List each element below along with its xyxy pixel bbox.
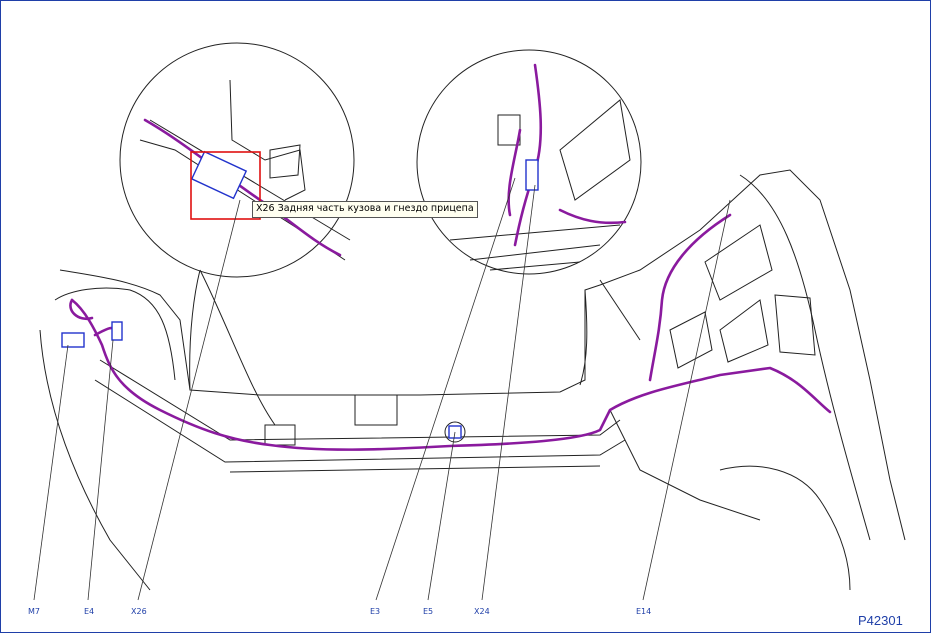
leader-m7	[33, 344, 69, 601]
detail-right-window	[559, 99, 631, 201]
right-wheelhouse	[719, 465, 851, 591]
harness-right-branch	[648, 213, 732, 382]
leader-e4	[87, 339, 114, 601]
right-panel-lower	[609, 409, 761, 521]
callout-e3[interactable]: E3	[370, 607, 380, 616]
callout-m7[interactable]: M7	[28, 607, 40, 616]
detail-left-leader	[199, 269, 276, 426]
callout-e14[interactable]: E14	[636, 607, 651, 616]
callout-e5[interactable]: E5	[423, 607, 433, 616]
cutout-1	[704, 224, 773, 301]
leader-x24	[481, 184, 536, 601]
cutout-3	[719, 299, 769, 363]
callout-x24[interactable]: X24	[474, 607, 490, 616]
main-harness	[70, 298, 832, 451]
highlight-box	[190, 151, 261, 220]
x26-tooltip: X26 Задняя часть кузова и гнездо прицепа	[252, 201, 478, 218]
detail-right-leader	[599, 279, 641, 341]
connector-x26-detail	[190, 150, 248, 200]
left-bracket	[264, 424, 296, 446]
callout-x26[interactable]: X26	[131, 607, 147, 616]
leader-e3	[375, 177, 516, 601]
detail-circle-left	[119, 42, 355, 278]
sill-line-1	[99, 359, 621, 441]
leader-e5	[427, 431, 456, 601]
detail-right-panel	[449, 224, 621, 271]
connector-e4	[111, 321, 123, 341]
left-panel-lower	[39, 329, 151, 591]
figure-id: P42301	[858, 613, 903, 628]
sill-line-2	[94, 379, 626, 463]
center-grommet	[444, 421, 466, 443]
connector-x24-detail	[525, 159, 539, 191]
right-pillar	[739, 174, 871, 541]
connector-m7	[61, 332, 85, 348]
leader-x26	[137, 199, 241, 601]
detail-left-tab	[269, 144, 301, 179]
center-bracket	[354, 394, 398, 426]
callout-e4[interactable]: E4	[84, 607, 94, 616]
cutout-2	[669, 311, 713, 369]
trunk-opening	[189, 269, 588, 391]
detail-left-bracket	[229, 79, 306, 201]
leader-e14	[642, 199, 731, 601]
left-wheelhouse	[54, 287, 176, 381]
module-box	[774, 294, 816, 356]
sill-line-3	[229, 465, 601, 473]
